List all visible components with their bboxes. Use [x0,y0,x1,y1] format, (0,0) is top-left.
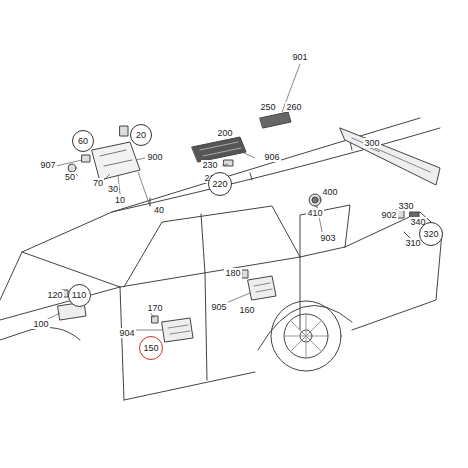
callout-number: 904 [118,328,135,338]
callout-circle: 150 [139,336,163,360]
callout-number: 901 [291,52,308,62]
callout-number: 902 [380,210,397,220]
callout-number: 400 [321,187,338,197]
callout-circle: 110 [68,284,91,307]
callout-number: 300 [363,138,380,148]
callout-number: 20 [136,130,146,140]
callout-number: 70 [92,178,104,188]
callout-number: 40 [153,205,165,215]
callout-number: 100 [32,319,49,329]
callout-number: 330 [397,201,414,211]
callout-number: 200 [216,128,233,138]
callout-circle: 320 [419,222,443,246]
callout-number: 907 [39,160,56,170]
callout-number: 50 [64,172,76,182]
callout-number: 905 [210,302,227,312]
callout-number: 110 [72,290,86,300]
callout-number: 320 [423,229,438,239]
callout-number: 60 [78,136,88,146]
callout-number: 260 [285,102,302,112]
callout-circle: 20 [130,124,152,146]
callout-number: 160 [238,305,255,315]
callout-number: 10 [114,195,126,205]
callout-number: 230 [201,160,218,170]
callout-number: 150 [143,343,158,353]
callout-number: 170 [146,303,163,313]
callout-number: 220 [212,179,227,189]
callout-number: 30 [107,184,119,194]
callout-number: 180 [224,268,241,278]
callout-number: 906 [263,152,280,162]
callout-number: 120 [46,290,63,300]
callout-circle: 60 [72,130,94,152]
callout-number: 903 [319,233,336,243]
callout-number: 310 [404,238,421,248]
callout-circle: 220 [208,172,232,196]
callout-number: 250 [259,102,276,112]
callout-number: 900 [146,152,163,162]
callout-number: 410 [306,208,323,218]
